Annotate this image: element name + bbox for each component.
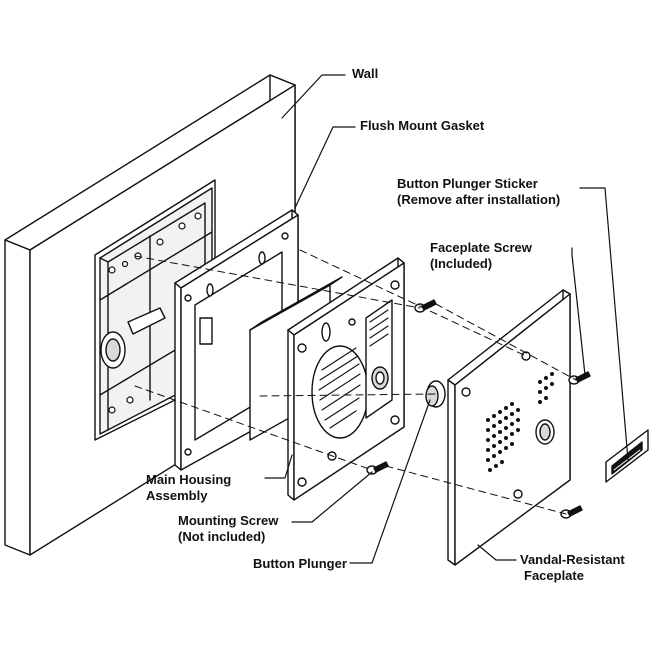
label-wall-text: Wall: [352, 66, 379, 81]
label-mounting-screw: Mounting Screw (Not included): [178, 513, 278, 545]
label-faceplate-line1: Vandal-Resistant: [520, 552, 625, 567]
label-faceplate-screw: Faceplate Screw (Included): [430, 240, 532, 272]
label-faceplate-line2: Faceplate: [524, 568, 584, 583]
label-faceplate-screw-line1: Faceplate Screw: [430, 240, 532, 255]
button-plunger-sticker: [605, 429, 649, 483]
label-sticker-line1: Button Plunger Sticker: [397, 176, 538, 191]
label-faceplate-screw-line2: (Included): [430, 256, 493, 271]
label-housing-line1: Main Housing: [146, 472, 232, 487]
label-sticker-line2: (Remove after installation): [397, 192, 561, 207]
label-mounting-screw-line2: (Not included): [178, 529, 266, 544]
label-button-plunger: Button Plunger: [253, 556, 347, 572]
faceplate-holes: [461, 351, 531, 499]
faceplate-screw-upper: [414, 299, 437, 313]
label-button-plunger-text: Button Plunger: [253, 556, 347, 571]
label-housing-line2: Assembly: [146, 488, 208, 503]
label-wall: Wall: [352, 66, 378, 82]
leader-lines: [264, 74, 629, 564]
housing-mount-holes: [297, 280, 400, 487]
label-flush-mount-gasket: Flush Mount Gasket: [360, 118, 484, 134]
label-button-plunger-sticker: Button Plunger Sticker (Remove after ins…: [397, 176, 560, 208]
alignment-lines: [134, 249, 577, 515]
gasket-holes: [184, 232, 289, 456]
label-vandal-resistant-faceplate: Vandal-Resistant Faceplate: [520, 552, 625, 584]
main-housing-assembly: [249, 257, 405, 501]
button-module: [365, 299, 393, 419]
vandal-resistant-faceplate: [447, 289, 571, 566]
label-main-housing-assembly: Main Housing Assembly: [146, 472, 231, 504]
faceplate-screw-right: [568, 371, 591, 385]
speaker-grille: [311, 345, 369, 439]
faceplate-screw-lower: [560, 505, 583, 519]
conduit-fitting: [100, 307, 166, 369]
mounting-screw: [366, 461, 389, 475]
label-mounting-screw-line1: Mounting Screw: [178, 513, 279, 528]
label-gasket-text: Flush Mount Gasket: [360, 118, 485, 133]
button-plunger: [425, 380, 446, 408]
faceplate-button-opening: [535, 419, 555, 445]
faceplate-speaker-holes: [486, 372, 554, 472]
